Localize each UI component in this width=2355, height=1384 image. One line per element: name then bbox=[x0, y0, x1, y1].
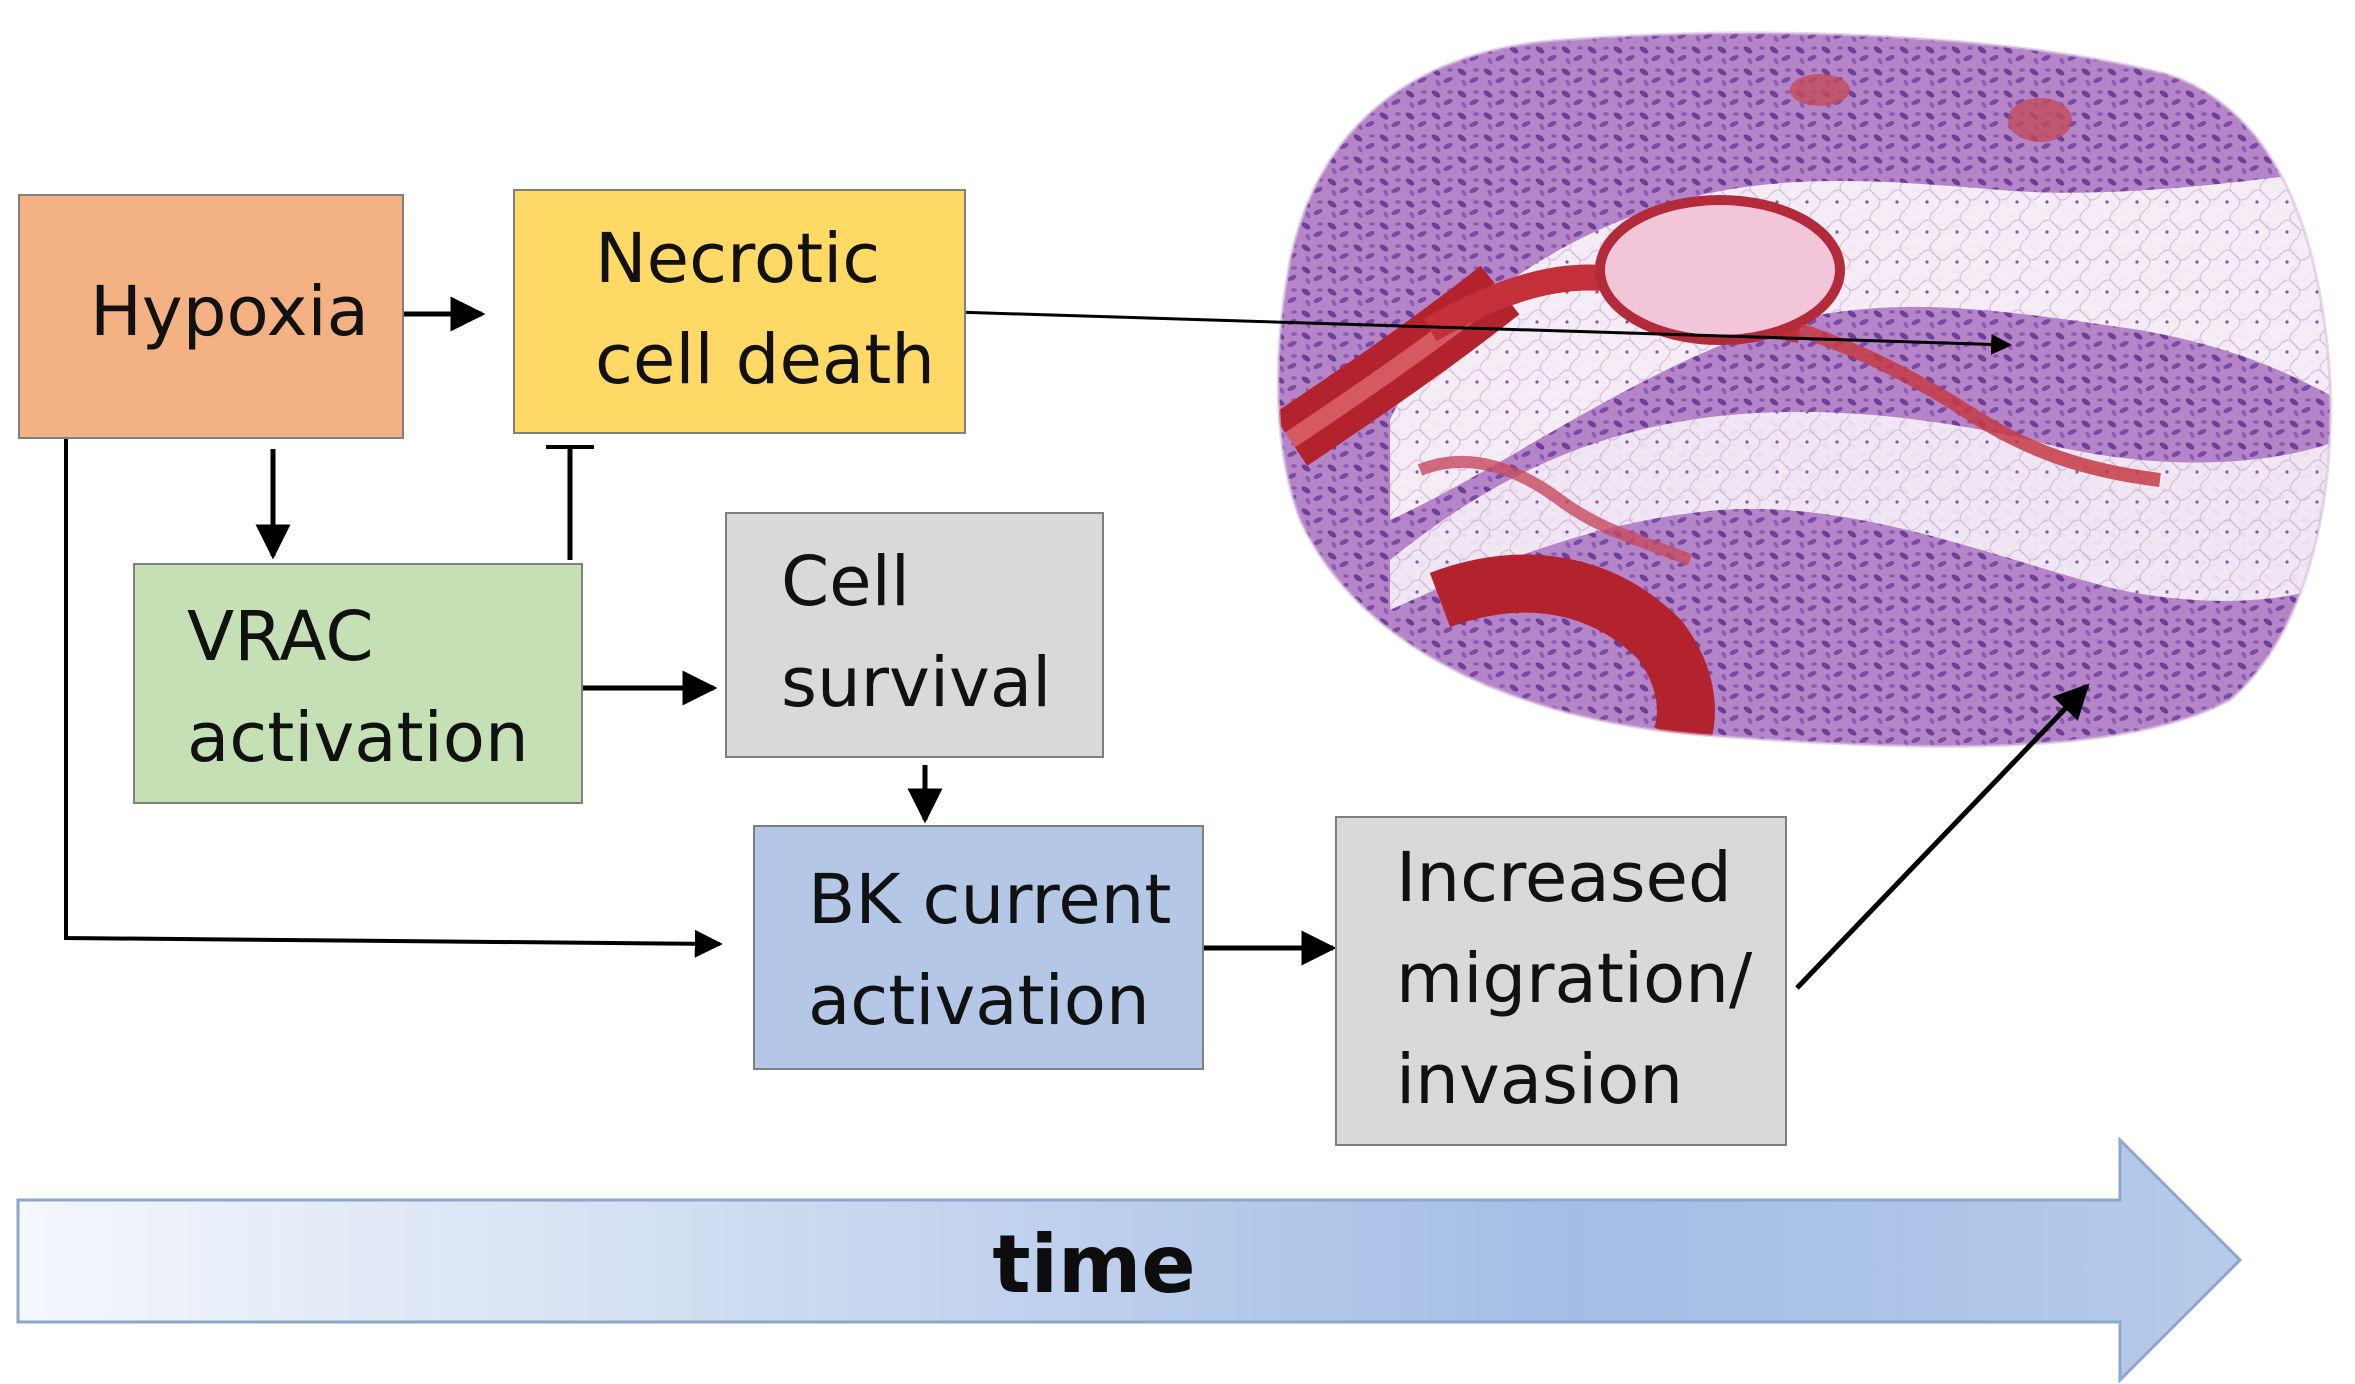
node-necrotic-label-line2: cell death bbox=[595, 320, 935, 400]
tissue-vessel-section-2 bbox=[2008, 98, 2072, 142]
tissue-necrotic-band bbox=[1390, 411, 2331, 610]
node-bk-label-line2: activation bbox=[808, 961, 1150, 1041]
tissue-outline bbox=[1276, 31, 2332, 748]
edge-hypoxia-to-bk bbox=[64, 439, 723, 958]
tissue-blood-vessel-lower bbox=[1429, 554, 1715, 747]
node-migration-label-line2: migration/ bbox=[1396, 939, 1753, 1019]
tissue-vessel-section-1 bbox=[1790, 74, 1850, 106]
tissue-vessel-lumen bbox=[1595, 195, 1845, 345]
node-hypoxia: Hypoxia bbox=[18, 194, 404, 439]
node-necrotic-label-line1: Necrotic bbox=[595, 219, 881, 299]
node-bk-current-activation: BK current activation bbox=[753, 825, 1204, 1070]
tissue-illustration bbox=[1276, 31, 2332, 748]
node-bk-label-line1: BK current bbox=[808, 860, 1172, 940]
node-hypoxia-label: Hypoxia bbox=[90, 272, 369, 352]
time-arrow-label: time bbox=[992, 1218, 1196, 1311]
node-migration-label-line3: invasion bbox=[1396, 1040, 1684, 1120]
time-arrow bbox=[16, 1136, 2243, 1384]
node-survival-label-line2: survival bbox=[781, 643, 1052, 723]
edge-necrotic-to-illustration bbox=[954, 310, 2013, 355]
node-increased-migration-invasion: Increased migration/ invasion bbox=[1335, 816, 1787, 1146]
tissue-small-vessel bbox=[1417, 456, 1693, 566]
tissue-hemorrhage-trail bbox=[1797, 323, 2161, 487]
node-cell-survival: Cell survival bbox=[725, 512, 1104, 758]
node-vrac-label-line1: VRAC bbox=[187, 597, 374, 677]
node-necrotic-cell-death: Necrotic cell death bbox=[513, 189, 966, 434]
node-survival-label-line1: Cell bbox=[781, 542, 910, 622]
edge-migration-to-illustration bbox=[1795, 683, 2090, 990]
node-migration-label-line1: Increased bbox=[1396, 838, 1732, 918]
node-vrac-label-line2: activation bbox=[187, 698, 529, 778]
node-vrac-activation: VRAC activation bbox=[133, 563, 583, 804]
